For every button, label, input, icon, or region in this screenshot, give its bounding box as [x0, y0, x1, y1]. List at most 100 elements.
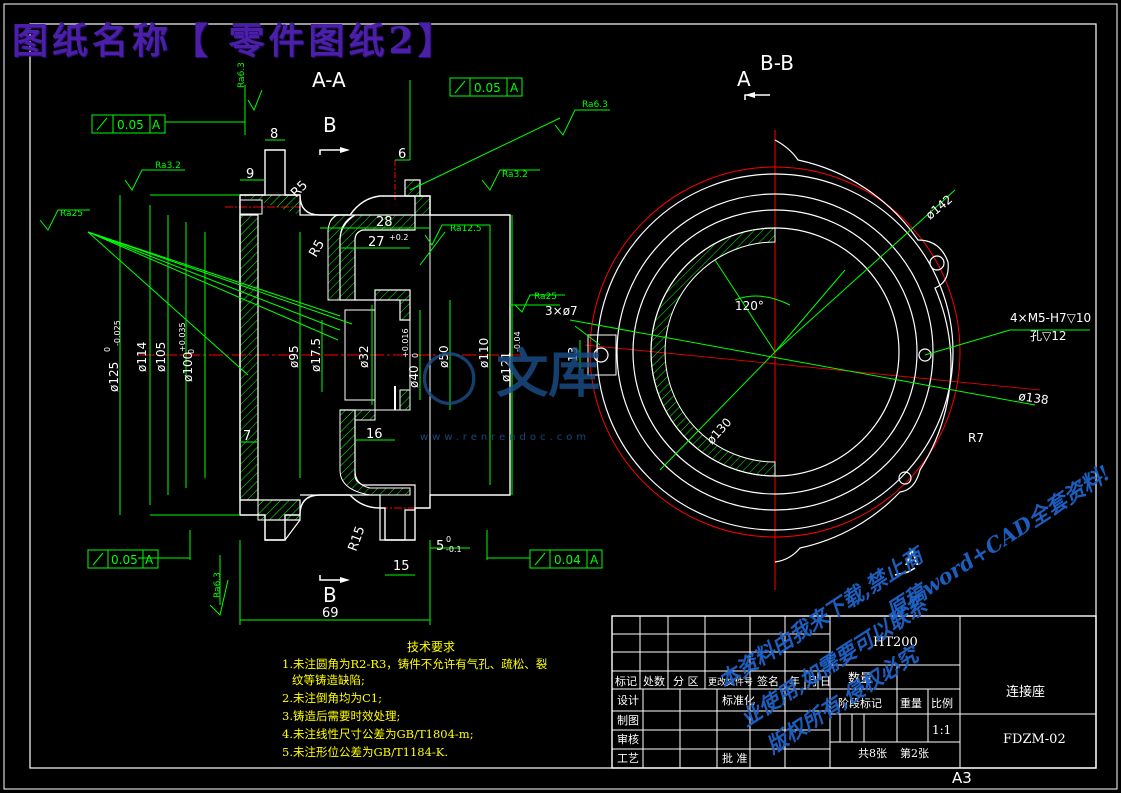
paper-size: A3	[952, 769, 972, 787]
tb-std: 标准化	[722, 693, 755, 707]
aa-inner-bore-2	[374, 299, 411, 411]
ra-4: Ra3.2	[502, 170, 528, 180]
section-bb-view	[569, 92, 1090, 590]
svg-text:0.05: 0.05	[111, 553, 138, 567]
tb-role-0: 设计	[617, 694, 639, 707]
tb-header-0: 标记	[615, 674, 637, 688]
tb-header-7: 日	[820, 675, 831, 688]
tb-part-name: 连接座	[1006, 684, 1045, 700]
dim-phi114: ø114	[135, 342, 149, 372]
tb-header-3: 更改文件号	[708, 676, 753, 688]
ra-8: Ra6.3	[213, 572, 223, 598]
ra-2: Ra6.3	[582, 100, 608, 110]
bb-circle-2	[616, 193, 934, 511]
dim-angle120: 120°	[735, 299, 764, 313]
tb-role-2: 审核	[617, 732, 639, 746]
svg-text:A: A	[145, 553, 154, 567]
bb-circle-3	[632, 209, 918, 495]
bb-hatch-ring	[650, 227, 776, 477]
svg-text:0.04: 0.04	[554, 553, 581, 567]
tol-frame-top: 0.05 A	[449, 77, 523, 97]
dim-9: 9	[246, 167, 254, 182]
tb-quantity-label: 数量	[848, 670, 872, 685]
tech-title: 技术要求	[407, 640, 455, 654]
dim-phi40-tol: +0.016	[401, 328, 410, 358]
svg-text:0.05: 0.05	[117, 118, 144, 132]
section-aa-view	[87, 80, 561, 625]
dim-27: 27	[368, 235, 385, 250]
aa-hatch-upper-boss	[327, 214, 356, 301]
svg-text:A: A	[510, 81, 519, 95]
cut-b-bottom-label: B	[323, 583, 337, 607]
dim-r15: R15	[346, 524, 369, 553]
tb-sheets: 共8张	[858, 747, 887, 760]
dim-r7: R7	[968, 431, 984, 445]
tol-frame-bottom-right: 0.04 A	[529, 549, 603, 569]
dim-phi40-tol2: 0	[411, 353, 420, 358]
bb-boss-left	[587, 334, 617, 376]
tech-item-4: 4.未注线性尺寸公差为GB/T1804-m;	[282, 727, 474, 741]
tb-scale: 1:1	[932, 723, 951, 737]
dim-m5note2: 孔▽12	[1030, 329, 1067, 343]
tb-stage-label: 阶段标记	[838, 696, 882, 710]
bb-outer-circle	[596, 173, 954, 531]
dim-r5b: R5	[306, 238, 328, 260]
aa-hatch-lower-boss	[354, 389, 411, 421]
dim-6: 6	[398, 147, 406, 162]
tol-frame-left: 0.05 A	[91, 114, 166, 134]
dim-15: 15	[393, 559, 410, 574]
watermark-logo: ◯ 文库	[420, 344, 601, 405]
tb-scale-label: 比例	[931, 696, 953, 710]
title-block	[611, 615, 1097, 769]
dim-phi40: ø40	[407, 365, 421, 388]
dim-phi142: ø142	[923, 192, 955, 222]
outer-frame	[3, 3, 1118, 790]
bb-hole-bottom	[898, 471, 912, 485]
aa-hatch-lower-wall	[339, 409, 411, 496]
svg-text:A: A	[590, 553, 599, 567]
cut-a-bottom-label: A	[905, 546, 919, 570]
svg-text:0.05: 0.05	[474, 81, 501, 95]
aa-left-screw-hole	[239, 199, 263, 215]
tech-item-0: 1.未注圆角为R2-R3，铸件不允许有气孔、疏松、裂	[282, 657, 548, 671]
tech-item-5: 5.未注形位公差为GB/T1184-K.	[282, 745, 448, 759]
tb-header-5: 年	[789, 674, 800, 688]
tb-sheet-no: 第2张	[900, 746, 929, 760]
tech-item-2: 2.未注倒角均为C1;	[282, 691, 382, 705]
bb-hole-left	[593, 347, 609, 363]
dim-69: 69	[322, 606, 339, 621]
dim-16: 16	[366, 427, 383, 442]
bb-view-label: B-B	[760, 51, 794, 75]
svg-text:A: A	[152, 118, 161, 132]
dim-5-tol: 0	[446, 535, 451, 544]
tb-header-4: 签名	[757, 674, 779, 688]
dim-phi95: ø95	[287, 345, 301, 368]
dim-phi125-tol2: -0.025	[113, 320, 122, 346]
tb-approve: 批 准	[722, 751, 748, 765]
dim-phi110: ø110	[477, 338, 491, 368]
dim-phi105: ø105	[154, 342, 168, 372]
dim-phi100-tol2: 0	[187, 349, 196, 354]
tb-header-1: 处数	[643, 675, 665, 688]
bb-hole-mid	[918, 348, 932, 362]
dim-phi100-tol: +0.035	[178, 322, 187, 352]
dim-holes3: 3×ø7	[545, 304, 578, 318]
dim-27-tol: +0.2	[389, 233, 408, 242]
dim-phi17: ø17.5	[309, 338, 323, 372]
tech-item-1: 纹等铸造缺陷;	[292, 673, 365, 687]
dim-m5note: 4×M5-H7▽10	[1010, 311, 1091, 325]
bb-red-pcd-circle	[589, 166, 961, 538]
drawing-banner: 图纸名称【 零件图纸2】	[12, 20, 458, 62]
ra-5: Ra25	[60, 209, 83, 219]
dim-28: 28	[376, 215, 393, 230]
dim-5: 5	[436, 539, 444, 554]
watermark-url: www.renrendoc.com	[420, 432, 591, 443]
tb-role-1: 制图	[617, 714, 639, 727]
dim-phi125-tol: 0	[103, 347, 112, 352]
dim-5-tol2: -0.1	[446, 545, 462, 554]
aa-outline	[239, 149, 511, 541]
dim-phi121: ø121	[499, 352, 513, 382]
ra-7: Ra25	[534, 292, 557, 302]
tb-material: HT200	[873, 635, 918, 650]
cut-a-top-label: A	[737, 67, 751, 91]
